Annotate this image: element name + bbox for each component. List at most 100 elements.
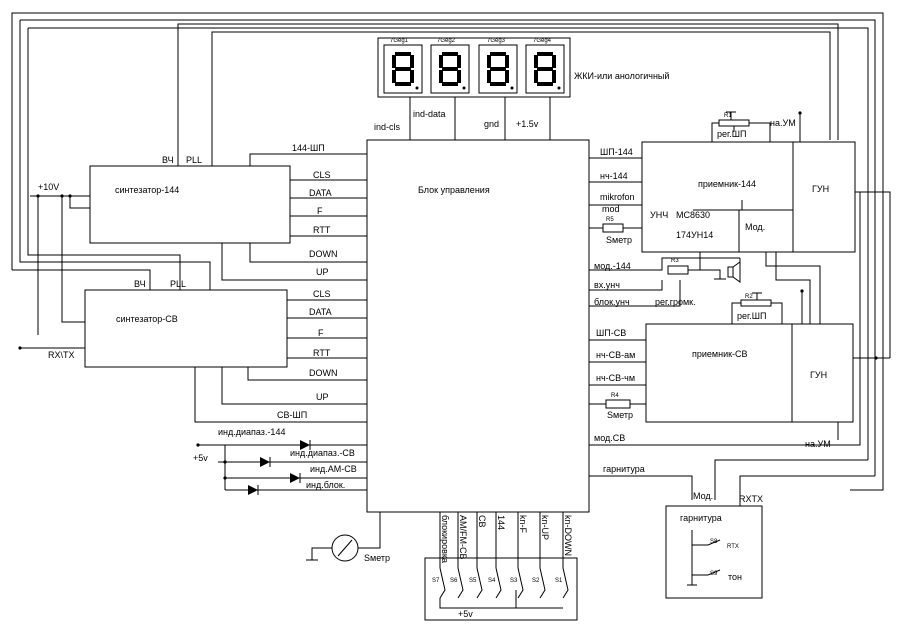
decimal-point bbox=[557, 86, 561, 90]
rxsv-na-um: на.УМ bbox=[805, 439, 831, 449]
switch-label: S2 bbox=[532, 578, 540, 584]
control-unit-block: Блок управления bbox=[366, 139, 590, 513]
r1-label: R1 bbox=[724, 113, 732, 119]
synth-144-sig-data: DATA bbox=[309, 188, 332, 198]
synth-144-block: синтезатор-144 ВЧ PLL 144-ШП CLS DATA F … bbox=[89, 143, 367, 281]
button-block-5v: +5v bbox=[458, 609, 473, 619]
button-label: 144 bbox=[496, 515, 506, 530]
segment bbox=[505, 70, 509, 83]
synth-144-shp: 144-ШП bbox=[292, 143, 325, 153]
button-label: kn-F bbox=[518, 515, 528, 534]
r4-label: R4 bbox=[611, 393, 619, 399]
segment bbox=[392, 70, 396, 83]
left-power-lines: +10V RX\TX bbox=[18, 182, 90, 360]
segment bbox=[537, 82, 553, 86]
control-unit-title: Блок управления bbox=[418, 185, 490, 195]
switch-label: S3 bbox=[510, 578, 518, 584]
digit-label-1: 7Geg1 bbox=[390, 38, 409, 44]
rx144-chip1: МС8630 bbox=[676, 210, 710, 220]
segment bbox=[487, 55, 491, 68]
sig-smetr2: Sметр bbox=[607, 410, 633, 420]
decimal-point bbox=[462, 86, 466, 90]
digit-label-2: 7Geg2 bbox=[437, 38, 456, 44]
segment bbox=[442, 67, 458, 71]
sig-modsv: мод.СВ bbox=[594, 433, 625, 443]
s-meter-label: Sметр bbox=[364, 553, 390, 563]
r5-label: R5 bbox=[606, 217, 614, 223]
segment bbox=[395, 82, 411, 86]
ind-am-sv-label: инд.АМ-СВ bbox=[310, 464, 357, 474]
switch-label: S1 bbox=[555, 578, 563, 584]
reg-gromk-label: рег.громк. bbox=[655, 297, 696, 307]
synth-sv-sig-data: DATA bbox=[309, 307, 332, 317]
bus-wires bbox=[11, 12, 884, 491]
segment bbox=[552, 70, 556, 83]
ind-blok-label: инд.блок. bbox=[306, 480, 345, 490]
synth-sv-sig-cls: CLS bbox=[313, 289, 331, 299]
synth-sv-block: синтезатор-СВ ВЧ PLL CLS DATA F RTT DOWN… bbox=[84, 279, 367, 423]
segment bbox=[505, 55, 509, 68]
headset-block: гарнитура Мод. RXTX S8 RTX S9 тон bbox=[665, 491, 763, 599]
rxtx-label: RX\TX bbox=[48, 350, 75, 360]
digit-label-3: 7Geg3 bbox=[487, 38, 506, 44]
receiver-144-block: приемник-144 ГУН УНЧ МС8630 174УН14 Мод.… bbox=[641, 111, 856, 253]
digit-label-4: 7Geg4 bbox=[533, 38, 552, 44]
segment bbox=[552, 55, 556, 68]
pin-plus-1-5v: +1.5v bbox=[516, 119, 539, 129]
r3-label: R3 bbox=[671, 258, 679, 264]
pin-gnd: gnd bbox=[484, 119, 499, 129]
rxsv-gun: ГУН bbox=[810, 370, 827, 380]
display-note: ЖКИ-или анологичный bbox=[574, 71, 669, 81]
decimal-point bbox=[415, 86, 419, 90]
segment bbox=[490, 82, 506, 86]
synth-sv-title: синтезатор-СВ bbox=[116, 314, 178, 324]
rxsv-title: приемник-СВ bbox=[692, 349, 748, 359]
button-block: блокировкаS7AM/FM-CBS6CBS5144S4kn-FS3kn-… bbox=[424, 512, 578, 621]
plus5v-label: +5v bbox=[193, 453, 208, 463]
rtx-label: RTX bbox=[727, 544, 739, 550]
synth-sv-sig-rtt: RTT bbox=[313, 348, 331, 358]
seven-segment-display: 7Geg1 7Geg2 7Geg3 7Geg4 ЖКИ-или анологич… bbox=[374, 37, 669, 132]
switch-label: S6 bbox=[450, 578, 458, 584]
segment bbox=[395, 67, 411, 71]
segment bbox=[442, 52, 458, 56]
headset-mod: Мод. bbox=[693, 491, 713, 501]
sig-blok-unch: блок.унч bbox=[594, 297, 630, 307]
button-label: kn-DOWN bbox=[563, 515, 573, 556]
button-label: kn-UP bbox=[540, 515, 550, 540]
sig-vx-unch: вх.унч bbox=[594, 280, 620, 290]
ind-144-label: инд.диапаз.-144 bbox=[218, 427, 285, 437]
sig-mod144: мод.-144 bbox=[594, 261, 631, 271]
segment bbox=[457, 55, 461, 68]
ton-label: тон bbox=[728, 572, 742, 582]
rx144-signal-lines: ШП-144 нч-144 mikrofon mod R5 Sметр мод.… bbox=[589, 147, 741, 307]
pin-ind-cls: ind-cls bbox=[374, 122, 401, 132]
segment bbox=[534, 55, 538, 68]
receiver-sv-block: приемник-СВ ГУН R2 рег.ШП на.УМ bbox=[645, 191, 891, 449]
rx144-gun: ГУН bbox=[812, 184, 829, 194]
sig-nch144: нч-144 bbox=[600, 171, 628, 181]
segment bbox=[410, 70, 414, 83]
rx144-chip2: 174УН14 bbox=[676, 230, 713, 240]
sig-garnitura: гарнитура bbox=[603, 464, 645, 474]
ind-sv-label: инд.диапаз.-СВ bbox=[290, 448, 355, 458]
rxsv-reg-shp: рег.ШП bbox=[737, 311, 766, 321]
synth-144-sig-f: F bbox=[317, 206, 323, 216]
segment bbox=[534, 70, 538, 83]
segment bbox=[392, 55, 396, 68]
sig-mikrofon: mikrofon bbox=[600, 192, 635, 202]
sig-nch-sv-chm: нч-СВ-чм bbox=[596, 373, 635, 383]
synth-sv-vch: ВЧ bbox=[134, 279, 146, 289]
synth-144-sig-cls: CLS bbox=[313, 170, 331, 180]
s9-label: S9 bbox=[710, 571, 718, 577]
synth-sv-sig-down: DOWN bbox=[309, 368, 338, 378]
synth-sv-shp: СВ-ШП bbox=[277, 410, 307, 420]
sig-shpsv: ШП-СВ bbox=[596, 328, 626, 338]
synth-144-sig-up: UP bbox=[316, 267, 329, 277]
segment bbox=[537, 67, 553, 71]
headset-title: гарнитура bbox=[680, 513, 722, 523]
button-label: AM/FM-CB bbox=[458, 515, 468, 560]
rx144-mod: Мод. bbox=[745, 222, 765, 232]
segment bbox=[490, 67, 506, 71]
